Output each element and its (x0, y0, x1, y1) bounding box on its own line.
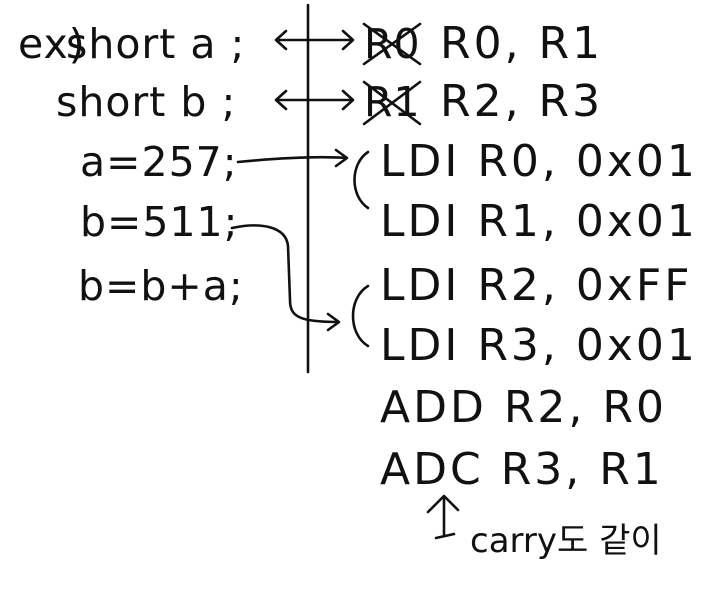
asm-line-5: ADD R2, R0 (380, 382, 667, 433)
c-line-2: short b ; (56, 78, 236, 126)
double-arrow-icon (274, 29, 355, 51)
strike-mark-icon (362, 22, 422, 66)
register-pair: R2, R3 (440, 76, 603, 127)
problem-label: ex) (18, 20, 86, 68)
asm-line-6: ADC R3, R1 (380, 444, 664, 495)
carry-note: carry도 같이 (470, 521, 662, 561)
asm-line-1: LDI R0, 0x01 (380, 136, 698, 187)
asm-line-4: LDI R3, 0x01 (380, 320, 698, 371)
double-arrow-icon (274, 89, 355, 111)
group-bracket (353, 150, 370, 210)
c-code-block: ex) short a ; short b ; a=257; b=511; b=… (18, 20, 245, 310)
asm-line-3: LDI R2, 0xFF (380, 260, 693, 311)
assembly-block: LDI R0, 0x01 LDI R1, 0x01 LDI R2, 0xFF L… (380, 136, 698, 495)
arrow-icon (236, 148, 349, 168)
strike-mark-icon (362, 80, 422, 126)
c-line-5: b=b+a; (78, 262, 244, 310)
register-pair: R0, R1 (440, 18, 603, 69)
register-map: R0 R0, R1 R1 R2, R3 (362, 18, 603, 127)
c-line-4: b=511; (80, 198, 238, 246)
group-bracket (351, 284, 370, 348)
up-arrow-icon (426, 494, 460, 540)
c-line-3: a=257; (80, 138, 238, 186)
arrow-icon (230, 224, 341, 332)
c-line-1: short a ; (66, 20, 245, 68)
asm-line-2: LDI R1, 0x01 (380, 196, 698, 247)
